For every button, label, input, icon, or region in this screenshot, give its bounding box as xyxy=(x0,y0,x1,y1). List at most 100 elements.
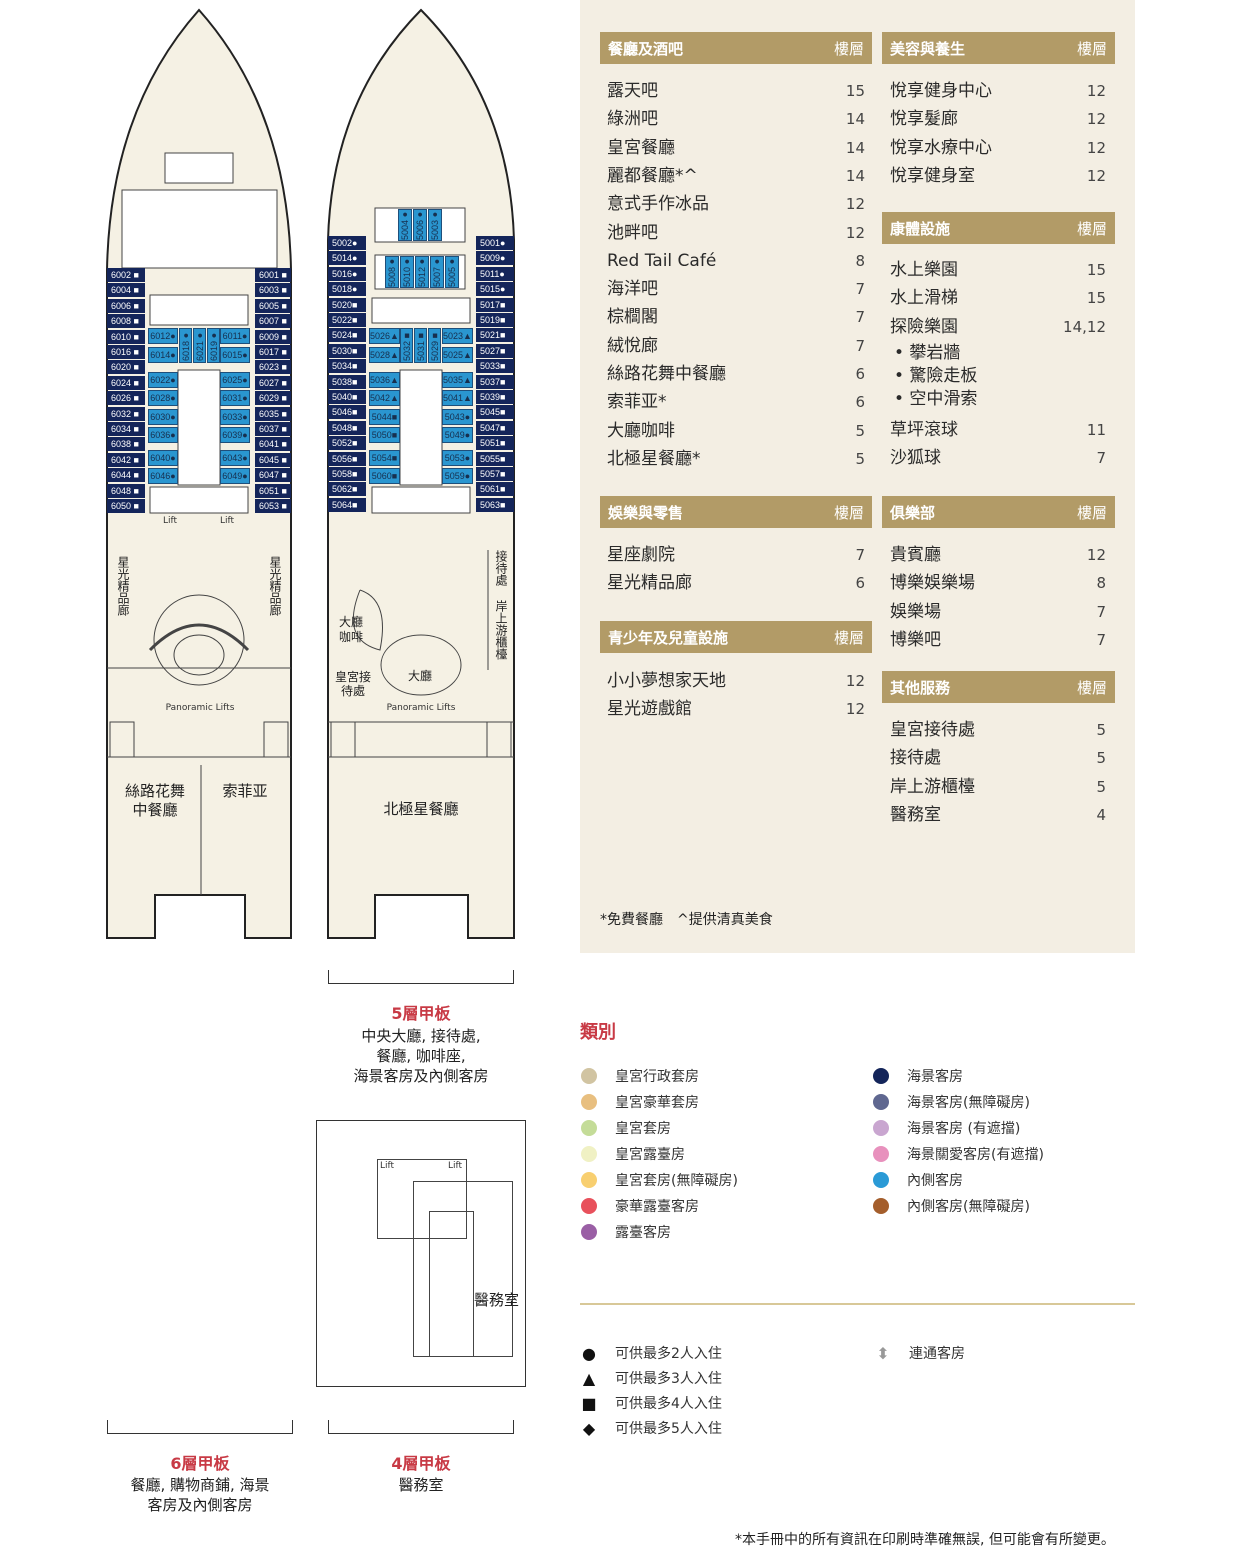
facility-name: 海洋吧 xyxy=(607,279,658,300)
facility-name: 小小夢想家天地 xyxy=(607,671,726,691)
color-swatch-icon xyxy=(581,1172,597,1188)
cabin-oceanview: 6001 ■ xyxy=(255,268,291,282)
cabin-oceanview: 6008 ■ xyxy=(107,314,145,329)
facility-floor: 12 xyxy=(1086,546,1106,564)
facility-floor: 5 xyxy=(1096,749,1106,768)
facility-name: 意式手作冰品 xyxy=(607,194,709,215)
legend-label: 皇宮套房(無障礙房) xyxy=(615,1173,738,1189)
diamond-icon: ◆ xyxy=(582,1418,596,1438)
deck4-description: 醫務室 xyxy=(398,1476,444,1494)
facility-floor: 7 xyxy=(1096,602,1106,621)
color-swatch-icon xyxy=(581,1094,597,1110)
cabin-oceanview: 5019■ xyxy=(476,313,514,327)
facility-name: 索菲亚* xyxy=(607,392,667,413)
floor-header: 樓層 xyxy=(1076,503,1107,522)
facility-floor: 12 xyxy=(845,223,865,242)
facility-floor: 7 xyxy=(855,308,865,327)
floor-header: 樓層 xyxy=(833,628,864,647)
cabin-inside: 5035▲ xyxy=(442,372,473,388)
symbol-legend-item: ▲可供最多3人入住 xyxy=(581,1368,722,1388)
legend-item: 內側客房 xyxy=(873,1170,963,1190)
cabin-oceanview: 6002 ■ xyxy=(107,268,145,282)
legend-item: 豪華露臺客房 xyxy=(581,1196,699,1216)
desc-line: 中央大廳, 接待處, xyxy=(361,1027,481,1045)
cabin-oceanview: 6023 ■ xyxy=(255,360,291,375)
facility-floor: 12 xyxy=(845,195,865,214)
facility-floor: 14 xyxy=(845,138,865,157)
cabin-inside: 5012● xyxy=(415,256,429,288)
cabin-oceanview: 5052■ xyxy=(328,436,366,451)
cabin-oceanview: 6045 ■ xyxy=(255,452,291,467)
cabin-oceanview: 6007 ■ xyxy=(255,314,291,329)
boutique-label-right: 星光精品廊 xyxy=(268,556,282,616)
facility-name: 醫務室 xyxy=(890,804,941,825)
cabin-inside: 5026▲ xyxy=(369,328,400,344)
cabin-inside: 6025● xyxy=(220,372,250,388)
silk-road-restaurant-label: 絲路花舞中餐廳 xyxy=(110,782,200,820)
legend-item: 皇宮行政套房 xyxy=(581,1066,699,1086)
label-line: 絲路花舞 xyxy=(124,782,185,800)
cabin-oceanview: 5027■ xyxy=(476,343,514,358)
facility-floor: 15 xyxy=(845,82,865,100)
cabin-oceanview: 6026 ■ xyxy=(107,391,145,406)
cabin-oceanview: 6009 ■ xyxy=(255,329,291,344)
cabin-oceanview: 6053 ■ xyxy=(255,499,291,513)
cabin-oceanview: 5001● xyxy=(476,236,514,250)
cabin-oceanview: 5040■ xyxy=(328,390,366,404)
cabin-inside: 5023▲ xyxy=(442,328,473,344)
facility-row: 絲路花舞中餐廳 6 xyxy=(607,360,865,388)
facility-name: 星座劇院 xyxy=(607,545,675,565)
color-swatch-icon xyxy=(581,1068,597,1084)
deck6-description: 餐廳, 購物商鋪, 海景客房及內側客房 xyxy=(100,1475,300,1515)
facility-floor: 5 xyxy=(855,421,865,440)
legend-label: 海景客房(無障礙房) xyxy=(907,1095,1030,1111)
cabin-oceanview: 5045■ xyxy=(476,405,514,420)
section-title: 俱樂部 xyxy=(890,503,936,522)
facility-name: 絲路花舞中餐廳 xyxy=(607,364,726,384)
facilities-panel xyxy=(580,0,1135,953)
cabin-oceanview: 5018● xyxy=(328,282,366,297)
boutique-label-left: 星光精品廊 xyxy=(116,556,130,616)
cabin-inside: 6030● xyxy=(148,409,178,425)
section-title: 娛樂與零售 xyxy=(608,503,684,522)
desc-line: 客房及內側客房 xyxy=(147,1496,253,1514)
legend-item: 皇宮豪華套房 xyxy=(581,1092,699,1112)
facility-name: 水上滑梯 xyxy=(890,288,958,309)
royal-reception-label: 皇宮接待處 xyxy=(334,670,371,698)
cabin-oceanview: 5058■ xyxy=(328,467,366,481)
polaris-restaurant-label: 北極星餐廳 xyxy=(383,800,459,818)
facility-floor: 6 xyxy=(855,365,865,383)
facility-row: 麗都餐廳*^14 xyxy=(607,162,865,190)
cabin-oceanview: 6020 ■ xyxy=(107,360,145,375)
facility-row: 貴賓廳 12 xyxy=(890,541,1106,569)
section-title: 康體設施 xyxy=(890,219,951,238)
facility-name: 大廳咖啡 xyxy=(607,420,675,441)
cabin-oceanview: 6034 ■ xyxy=(107,422,145,436)
cabin-oceanview: 5038■ xyxy=(328,374,366,389)
cabin-oceanview: 5064■ xyxy=(328,497,366,512)
section-header-other: 其他服務樓層 xyxy=(882,671,1115,703)
sofia-label: 索菲亚 xyxy=(222,782,268,800)
facility-name: 貴賓廳 xyxy=(890,545,941,565)
lift-label: Lift xyxy=(448,1161,463,1171)
floor-header: 樓層 xyxy=(1076,219,1107,238)
cabin-inside: 5050■ xyxy=(369,427,400,443)
section-title: 其他服務 xyxy=(890,678,951,697)
facility-name: 接待處 xyxy=(890,748,941,769)
label-line: 中餐廳 xyxy=(132,801,178,819)
cabin-oceanview: 6010 ■ xyxy=(107,329,145,344)
facility-floor: 7 xyxy=(855,546,865,564)
cabin-oceanview: 6048 ■ xyxy=(107,483,145,498)
floor-header: 樓層 xyxy=(1076,39,1107,58)
cabin-inside: 5043● xyxy=(442,409,473,425)
legend-item: 海景客房 xyxy=(873,1066,963,1086)
color-swatch-icon xyxy=(873,1198,889,1214)
